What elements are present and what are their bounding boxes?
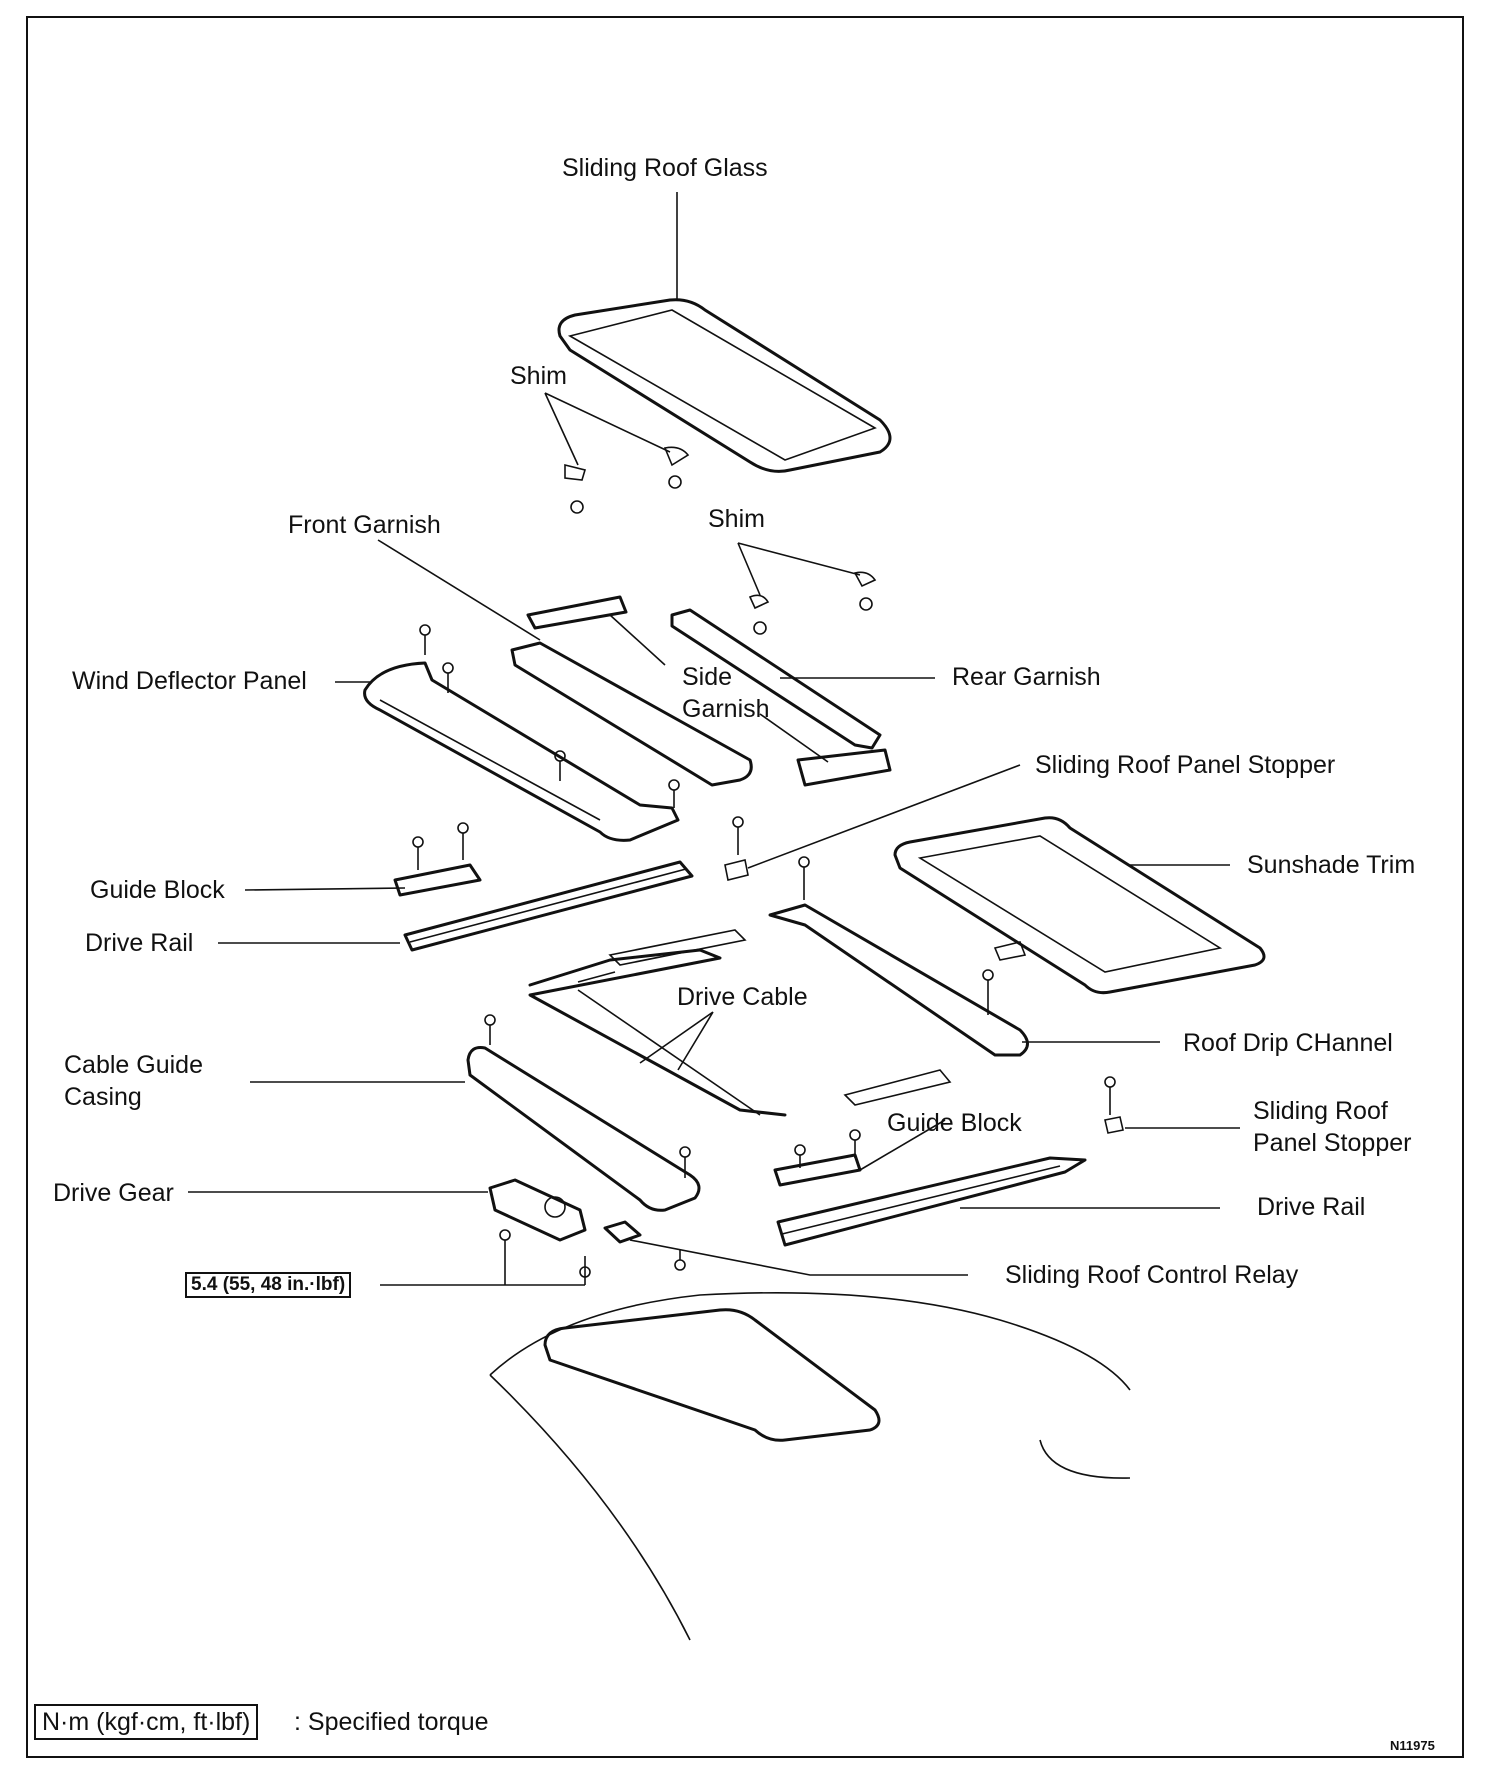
label-rear-garnish: Rear Garnish [952, 663, 1101, 691]
drive-cable-part [528, 929, 952, 1117]
sunshade-trim-part [893, 816, 1266, 995]
legend-text: : Specified torque [294, 1708, 489, 1736]
shim-top-parts [564, 446, 690, 514]
side-garnish-parts [526, 595, 892, 787]
legend-unit-box: N·m (kgf·cm, ft·lbf) [34, 1704, 259, 1740]
cable-guide-casing-part [466, 1046, 701, 1212]
label-sliding-roof-glass: Sliding Roof Glass [562, 154, 768, 182]
torque-value-box: 5.4 (55, 48 in.·lbf) [185, 1272, 352, 1298]
figure-code: N11975 [1390, 1738, 1435, 1753]
label-sliding-roof-panel-stopper-right-line1: Sliding Roof [1253, 1097, 1388, 1125]
panel-stopper-right-part [1104, 1116, 1124, 1134]
label-drive-gear: Drive Gear [53, 1179, 174, 1207]
label-roof-drip-channel: Roof Drip CHannel [1183, 1029, 1393, 1057]
label-drive-rail-right: Drive Rail [1257, 1193, 1366, 1221]
label-cable-guide-casing-line2: Casing [64, 1083, 142, 1111]
guide-block-left-part [393, 863, 482, 897]
front-garnish-part [510, 641, 753, 787]
diagram-frame [26, 16, 1464, 1758]
label-cable-guide-casing-line1: Cable Guide [64, 1051, 203, 1079]
label-side-garnish-line1: Side [682, 663, 733, 691]
label-sliding-roof-control-relay: Sliding Roof Control Relay [1005, 1261, 1299, 1289]
label-sliding-roof-panel-stopper-top: Sliding Roof Panel Stopper [1035, 751, 1336, 779]
drive-gear-part [488, 1178, 587, 1242]
label-shim-mid: Shim [708, 505, 765, 533]
bolt-parts [412, 624, 1116, 1285]
label-guide-block-left: Guide Block [90, 876, 225, 904]
roof-drip-channel-part [768, 903, 1029, 1057]
rear-garnish-part [670, 608, 882, 750]
label-sliding-roof-panel-stopper-right-line2: Panel Stopper [1253, 1129, 1412, 1157]
label-drive-cable: Drive Cable [677, 983, 808, 1011]
label-shim-top: Shim [510, 362, 567, 390]
shim-mid-parts [748, 571, 877, 635]
label-side-garnish-line2: Garnish [682, 695, 770, 723]
control-relay-part [603, 1220, 642, 1244]
label-guide-block-right: Guide Block [887, 1109, 1022, 1137]
wind-deflector-panel-part [363, 661, 680, 842]
car-roof-outline [489, 1291, 1131, 1641]
label-sunshade-trim: Sunshade Trim [1247, 851, 1416, 879]
drive-rail-right-part [776, 1156, 1087, 1247]
drive-rail-left-part [403, 860, 694, 952]
label-wind-deflector-panel: Wind Deflector Panel [72, 667, 307, 695]
leader-lines [188, 192, 1240, 1286]
label-front-garnish: Front Garnish [288, 511, 441, 539]
sliding-roof-glass-part [557, 298, 892, 473]
panel-stopper-top-part [724, 859, 749, 881]
guide-block-right-part [773, 1153, 862, 1187]
label-drive-rail-left: Drive Rail [85, 929, 194, 957]
